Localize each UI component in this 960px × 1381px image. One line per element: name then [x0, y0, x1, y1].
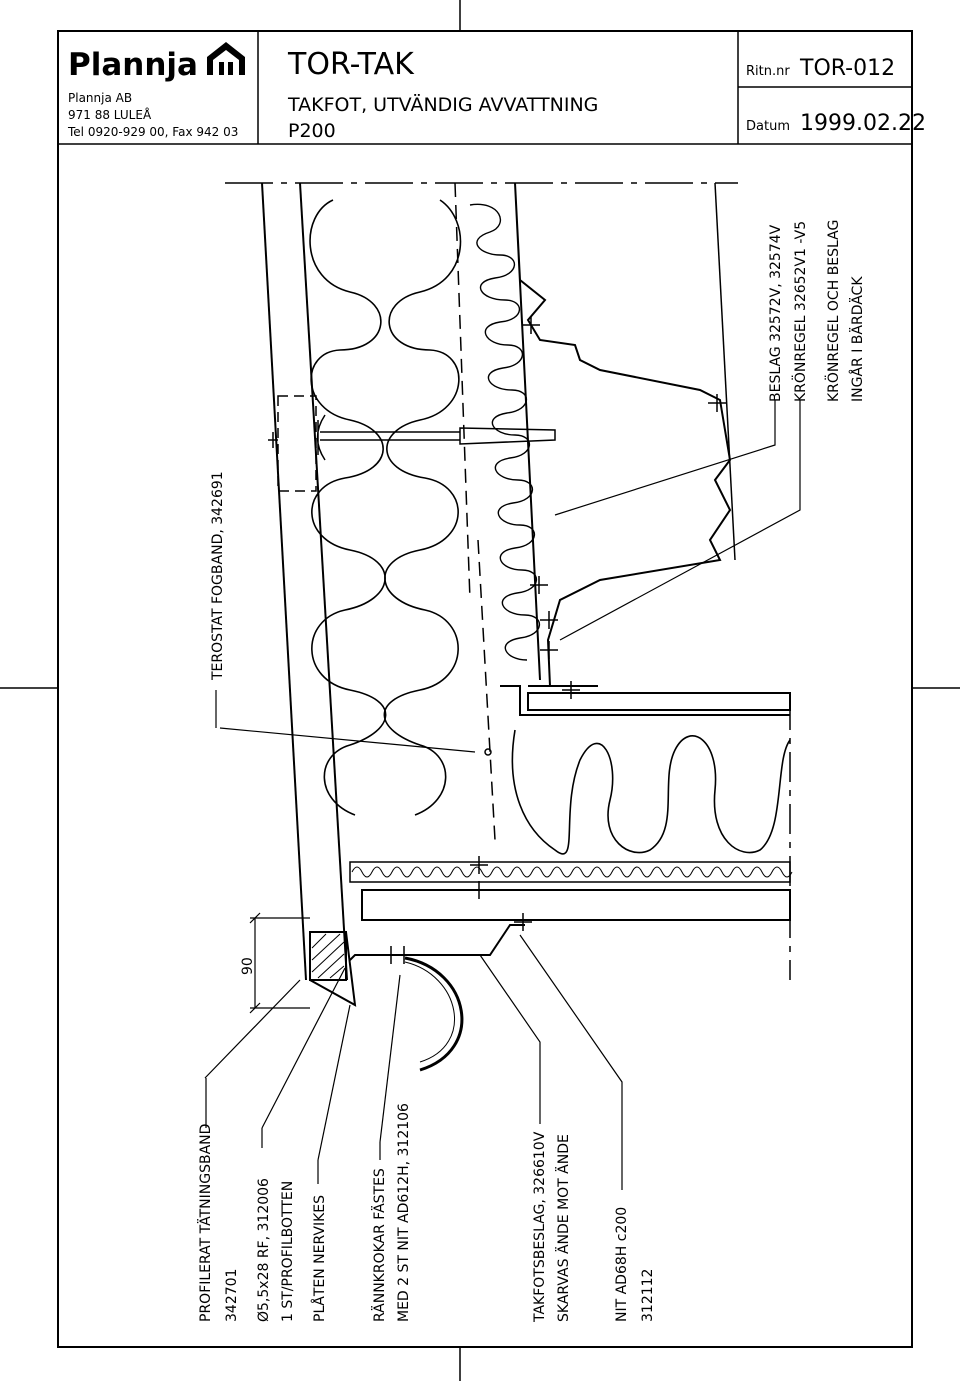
gutter-icon	[404, 956, 464, 1072]
dimension-90: 90	[240, 957, 256, 975]
eave-block	[309, 931, 347, 981]
insulation-small	[469, 203, 541, 661]
label-beslag: BESLAG 32572V, 32574V	[768, 224, 784, 402]
drawing-description: TAKFOT, UTVÄNDIG AVVATTNING	[287, 93, 598, 116]
company-name: Plannja AB	[68, 91, 132, 105]
label-note-line1: KRÖNREGEL OCH BESLAG	[824, 220, 842, 402]
roof-profile	[514, 182, 732, 687]
insulation-upper-r	[383, 199, 462, 816]
company-address: 971 88 LULEÅ	[68, 107, 152, 122]
leader-lines	[204, 400, 801, 1161]
profile-name: P200	[288, 120, 336, 142]
label-nit-1: NIT AD68H c200	[614, 1207, 630, 1322]
label-skruv-2: 1 ST/PROFILBOTTEN	[280, 1181, 296, 1322]
label-tatningsband-1: PROFILERAT TÄTNINGSBAND	[196, 1124, 214, 1322]
batten-strip	[349, 861, 791, 883]
label-tatningsband-2: 342701	[224, 1269, 240, 1322]
screw-icon	[316, 414, 556, 461]
label-nit-2: 312112	[640, 1269, 656, 1322]
roof-sheet-inner	[299, 182, 348, 981]
label-fogband: TEROSTAT FOGBAND, 342691	[210, 471, 226, 681]
eave-flashing	[349, 924, 525, 961]
sheet-border	[57, 30, 913, 1348]
drawing-no-label: Ritn.nr	[746, 64, 790, 79]
insulation-upper	[309, 199, 387, 816]
label-skruv-1: Ø5,5x28 RF, 312006	[256, 1178, 272, 1322]
date-value: 1999.02.22	[800, 111, 926, 136]
rafter-beam	[361, 889, 791, 921]
title-block-frame	[58, 31, 912, 145]
roof-sheet-outer	[261, 182, 307, 981]
brand-logo: Plannja	[68, 47, 198, 83]
label-note-line2: INGÅR I BÄRDÄCK	[848, 276, 866, 402]
label-rannkrokar-1: RÄNNKROKAR FÄSTES	[370, 1168, 388, 1322]
label-takfotsbeslag-1: TAKFOTSBESLAG, 326610V	[532, 1131, 548, 1323]
date-label: Datum	[746, 119, 790, 134]
section-drawing	[204, 182, 801, 1161]
label-kronregel: KRÖNREGEL 32652V1 -V5	[791, 221, 809, 402]
label-platen: PLÅTEN NERVIKES	[311, 1195, 328, 1322]
company-phone: Tel 0920-929 00, Fax 942 03	[67, 125, 238, 139]
fascia-board	[527, 692, 791, 711]
fastener-marks	[268, 316, 726, 964]
insulation-lower	[511, 729, 791, 855]
label-rannkrokar-2: MED 2 ST NIT AD612H, 312106	[396, 1103, 412, 1322]
label-takfotsbeslag-2: SKARVAS ÄNDE MOT ÄNDE	[554, 1134, 572, 1322]
product-title: TOR-TAK	[287, 47, 415, 82]
house-logo-icon	[207, 42, 245, 75]
drawing-no: TOR-012	[799, 56, 895, 81]
